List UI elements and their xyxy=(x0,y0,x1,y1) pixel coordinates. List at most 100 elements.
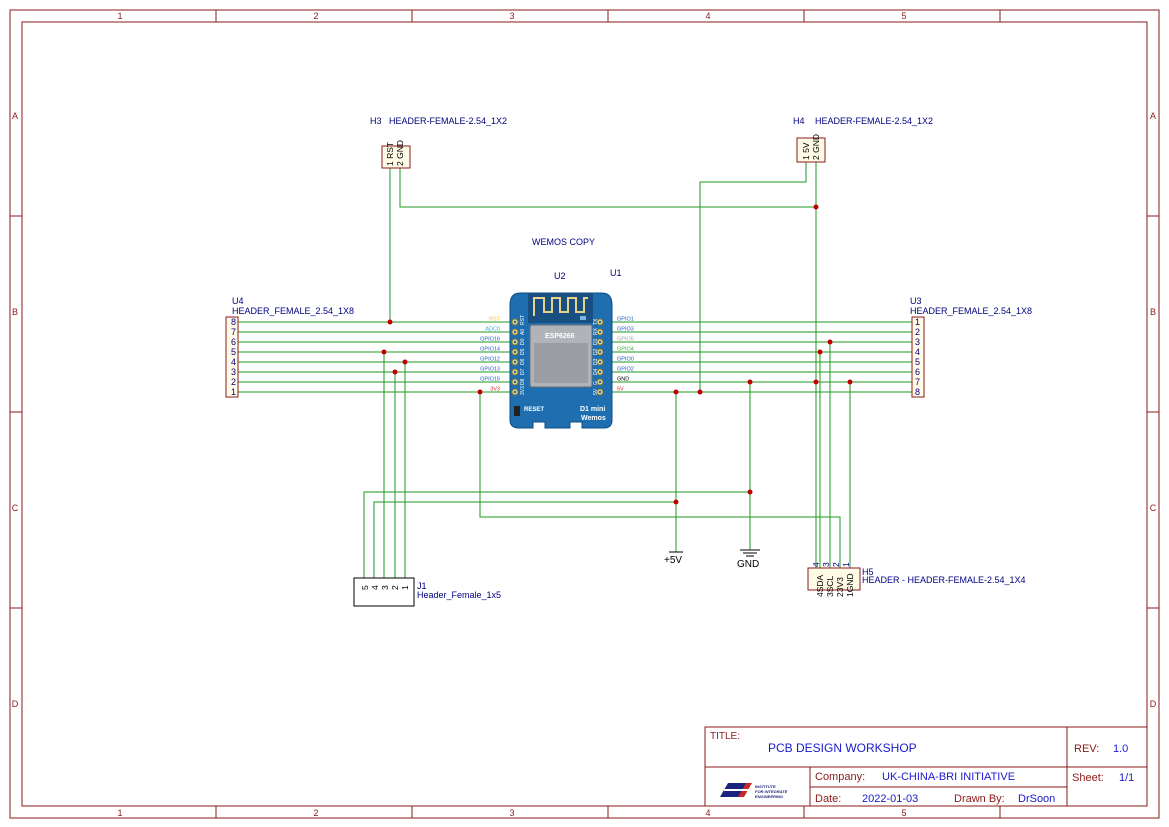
pin-hole-center xyxy=(598,330,602,334)
board-name: D1 mini xyxy=(580,406,605,413)
pin-hole-center xyxy=(513,330,517,334)
u3-value: HEADER_FEMALE_2.54_1X8 xyxy=(910,306,1032,316)
board-pin-name: TX xyxy=(593,318,599,325)
pin-hole-center xyxy=(598,320,602,324)
board-pin-name: D5 xyxy=(520,348,526,355)
header-j1: J1 Header_Female_1x5 5 4 3 2 1 xyxy=(353,577,501,607)
h5-pin-label: 1GND xyxy=(845,573,855,597)
net-label-left: ADC0 xyxy=(485,327,500,333)
row-label: B xyxy=(12,307,18,317)
j1-pin-label: 4 xyxy=(370,585,380,590)
logo-text: FOR INTEGRATE xyxy=(755,789,788,794)
row-label: C xyxy=(12,503,19,513)
pin-hole-center xyxy=(598,340,602,344)
net-label-left: GPIO16 xyxy=(480,337,500,343)
net-label-right: GPIO1 xyxy=(617,317,634,323)
j1-ref: J1 xyxy=(417,581,427,591)
pin-hole-center xyxy=(598,380,602,384)
column-label: 5 xyxy=(901,808,906,818)
net-label-right: GPIO2 xyxy=(617,367,634,373)
h5-pin-number: 2 xyxy=(831,562,841,567)
net-label-left: 3V3 xyxy=(490,387,500,393)
board-pin-name: D2 xyxy=(593,348,599,355)
column-label: 5 xyxy=(901,11,906,21)
title-label: TITLE: xyxy=(710,731,740,742)
u3-pin-label: 1 xyxy=(915,317,920,327)
board-pin-name: 5V xyxy=(593,388,599,395)
j1-pin-label: 1 xyxy=(400,585,410,590)
h4-pin-label: 2 GND xyxy=(811,134,821,160)
rev-label: REV: xyxy=(1074,743,1099,755)
row-label: A xyxy=(1150,111,1156,121)
drawn-value: DrSoon xyxy=(1018,793,1055,805)
net-label-right: GPIO5 xyxy=(617,337,634,343)
net-label-left: GPIO13 xyxy=(480,367,500,373)
u1-ref: U1 xyxy=(610,268,622,278)
pin-hole-center xyxy=(598,370,602,374)
pin-hole-center xyxy=(513,350,517,354)
reset-label: RESET xyxy=(524,407,544,413)
pin-hole-center xyxy=(513,380,517,384)
row-label: A xyxy=(12,111,18,121)
h4-ref: H4 xyxy=(793,116,805,126)
h5-pin-number: 3 xyxy=(821,562,831,567)
u4-pin-label: 7 xyxy=(231,327,236,337)
board-pin-name: D4 xyxy=(593,368,599,375)
header-h5: H5 HEADER - HEADER-FEMALE-2.54_1X4 4 3 2… xyxy=(807,562,1026,597)
u4-pin-label: 2 xyxy=(231,377,236,387)
u3-pin-label: 6 xyxy=(915,367,920,377)
u3-pin-label: 8 xyxy=(915,387,920,397)
column-label: 1 xyxy=(117,11,122,21)
column-label: 2 xyxy=(313,11,318,21)
gnd-label: GND xyxy=(737,559,759,570)
column-label: 3 xyxy=(509,808,514,818)
u3-pin-label: 3 xyxy=(915,337,920,347)
pin-hole-center xyxy=(598,390,602,394)
column-label: 2 xyxy=(313,808,318,818)
row-label: B xyxy=(1150,307,1156,317)
title-block: TITLE: PCB DESIGN WORKSHOP REV: 1.0 Comp… xyxy=(704,726,1148,807)
h5-pin-label: 4SDA xyxy=(815,574,825,597)
pin-hole-center xyxy=(513,370,517,374)
sheet-frame xyxy=(9,9,1160,819)
vcc-symbol: +5V xyxy=(664,551,683,566)
drawn-label: Drawn By: xyxy=(954,793,1005,805)
h3-value: HEADER-FEMALE-2.54_1X2 xyxy=(389,116,507,126)
frame-labels: 1 2 3 4 5 1 2 3 4 5 A B C D A B C D xyxy=(12,11,1157,818)
pin-hole-center xyxy=(513,390,517,394)
u3-ref: U3 xyxy=(910,296,922,306)
net-label-left: RST xyxy=(489,317,501,323)
board-pin-name: RX xyxy=(593,327,599,335)
j1-pin-label: 3 xyxy=(380,585,390,590)
h3-pin-label: 1 RST xyxy=(385,142,395,166)
h5-ref: H5 xyxy=(862,567,874,577)
h4-value: HEADER-FEMALE-2.54_1X2 xyxy=(815,116,933,126)
pin-holes xyxy=(511,318,604,396)
net-label-right: GND xyxy=(617,377,629,383)
wemos-d1-mini: U2 U1 ESP6266 RESET D1 mini Wemos RST A0… xyxy=(509,268,622,429)
net-label-left: GPIO14 xyxy=(480,347,500,353)
column-label: 3 xyxy=(509,11,514,21)
pin-hole-center xyxy=(513,320,517,324)
board-pin-name: A0 xyxy=(520,329,526,335)
h5-pin-label: 3SCL xyxy=(825,575,835,597)
board-pin-name: D6 xyxy=(520,358,526,365)
j1-pin-label: 2 xyxy=(390,585,400,590)
h4-pin-label: 1 5V xyxy=(801,142,811,160)
row-label: C xyxy=(1150,503,1157,513)
junctions xyxy=(381,204,860,573)
board-brand: Wemos xyxy=(581,415,606,422)
pin-hole-center xyxy=(513,340,517,344)
column-label: 4 xyxy=(705,11,710,21)
date-label: Date: xyxy=(815,793,841,805)
board-pin-name: D3 xyxy=(593,358,599,365)
logo-text: INSTITUTE xyxy=(755,784,776,789)
header-u3: U3 HEADER_FEMALE_2.54_1X8 1 2 3 4 5 6 7 … xyxy=(910,296,1032,398)
pin-hole-center xyxy=(598,360,602,364)
board-pin-name: 3V3 xyxy=(520,386,526,395)
wires xyxy=(238,162,912,578)
column-label: 4 xyxy=(705,808,710,818)
pin-hole-center xyxy=(513,360,517,364)
